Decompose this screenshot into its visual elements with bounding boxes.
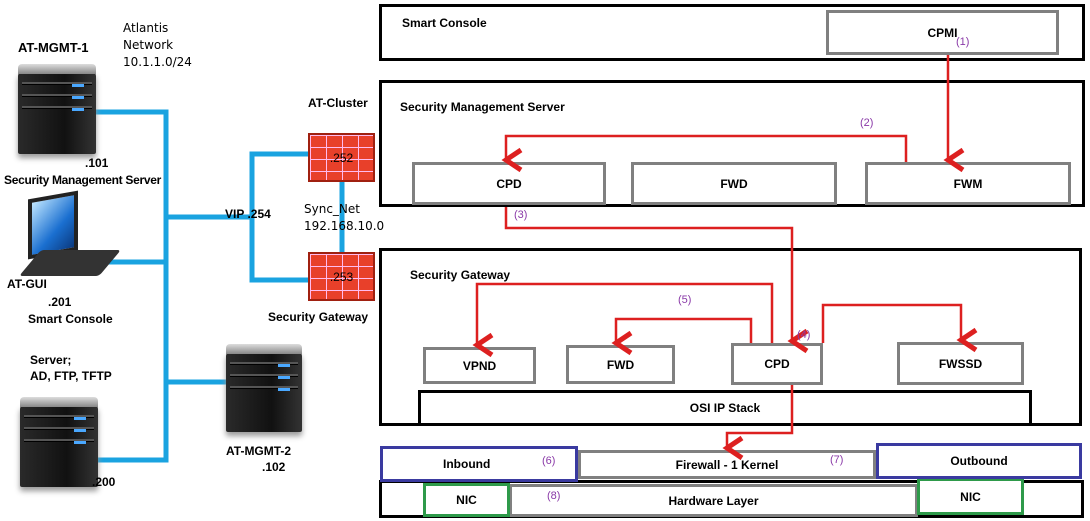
server-icon-ad: [20, 397, 98, 487]
smart-console-title: Smart Console: [402, 16, 487, 30]
server-icon-mgmt2: [226, 344, 302, 432]
arrow-cpd-vpnd: [472, 282, 774, 358]
sms-title: Security Management Server: [400, 100, 565, 114]
mgmt1-role: Security Management Server: [4, 173, 161, 187]
osi-stack-box: OSI IP Stack: [418, 390, 1032, 426]
cluster-name: AT-Cluster: [308, 96, 368, 110]
sms-fwd-box: FWD: [631, 162, 837, 205]
mgmt2-ip: .102: [262, 460, 286, 474]
step-7: (7): [830, 454, 844, 466]
link-mgmt1: [95, 109, 169, 463]
ip-252: .252: [329, 150, 354, 165]
link-cluster: [249, 151, 310, 283]
server-services: AD, FTP, TFTP: [30, 369, 112, 383]
outbound-box: Outbound: [876, 443, 1082, 479]
inbound-box: Inbound: [380, 446, 578, 482]
step-6: (6): [542, 455, 556, 467]
firewall-icon-253: .253: [308, 252, 375, 301]
ip-253: .253: [329, 269, 354, 284]
server-ip: .200: [92, 475, 116, 489]
hardware-layer-box: Hardware Layer: [509, 484, 918, 517]
sms-fwm-box: FWM: [865, 162, 1071, 205]
cpmi-box: CPMI: [826, 10, 1059, 55]
sync-subnet: 192.168.10.0: [304, 219, 385, 233]
gui-ip: .201: [48, 295, 72, 309]
step-1: (1): [956, 36, 970, 48]
step-2: (2): [860, 117, 874, 129]
firewall-kernel-box: Firewall - 1 Kernel: [578, 450, 876, 479]
nic-left-box: NIC: [423, 483, 510, 517]
firewall-icon-252: .252: [308, 133, 375, 182]
mgmt1-name: AT-MGMT-1: [18, 40, 89, 55]
arrow-cpd-fwssd: [821, 303, 978, 353]
arrow-step-3: [504, 207, 809, 354]
arrow-cpd-fwd: [611, 317, 753, 356]
arrow-cpd-kernel: [722, 385, 794, 461]
mgmt1-ip: .101: [85, 156, 109, 170]
step-8: (8): [547, 490, 561, 502]
step-4: (4): [797, 329, 811, 341]
step-3: (3): [514, 209, 528, 221]
step-5: (5): [678, 294, 692, 306]
gui-name: AT-GUI: [7, 277, 47, 291]
cluster-role: Security Gateway: [268, 310, 369, 324]
server-icon-mgmt1: [18, 64, 96, 154]
vip-label: VIP .254: [225, 207, 271, 221]
nic-right-box: NIC: [917, 478, 1024, 515]
gui-role: Smart Console: [28, 312, 113, 326]
sync-name: Sync_Net: [304, 202, 360, 216]
sms-panel: [379, 80, 1085, 207]
gateway-title: Security Gateway: [410, 268, 511, 282]
mgmt2-name: AT-MGMT-2: [226, 444, 292, 458]
server-name: Server;: [30, 353, 72, 367]
arrow-step-2: [501, 134, 908, 173]
